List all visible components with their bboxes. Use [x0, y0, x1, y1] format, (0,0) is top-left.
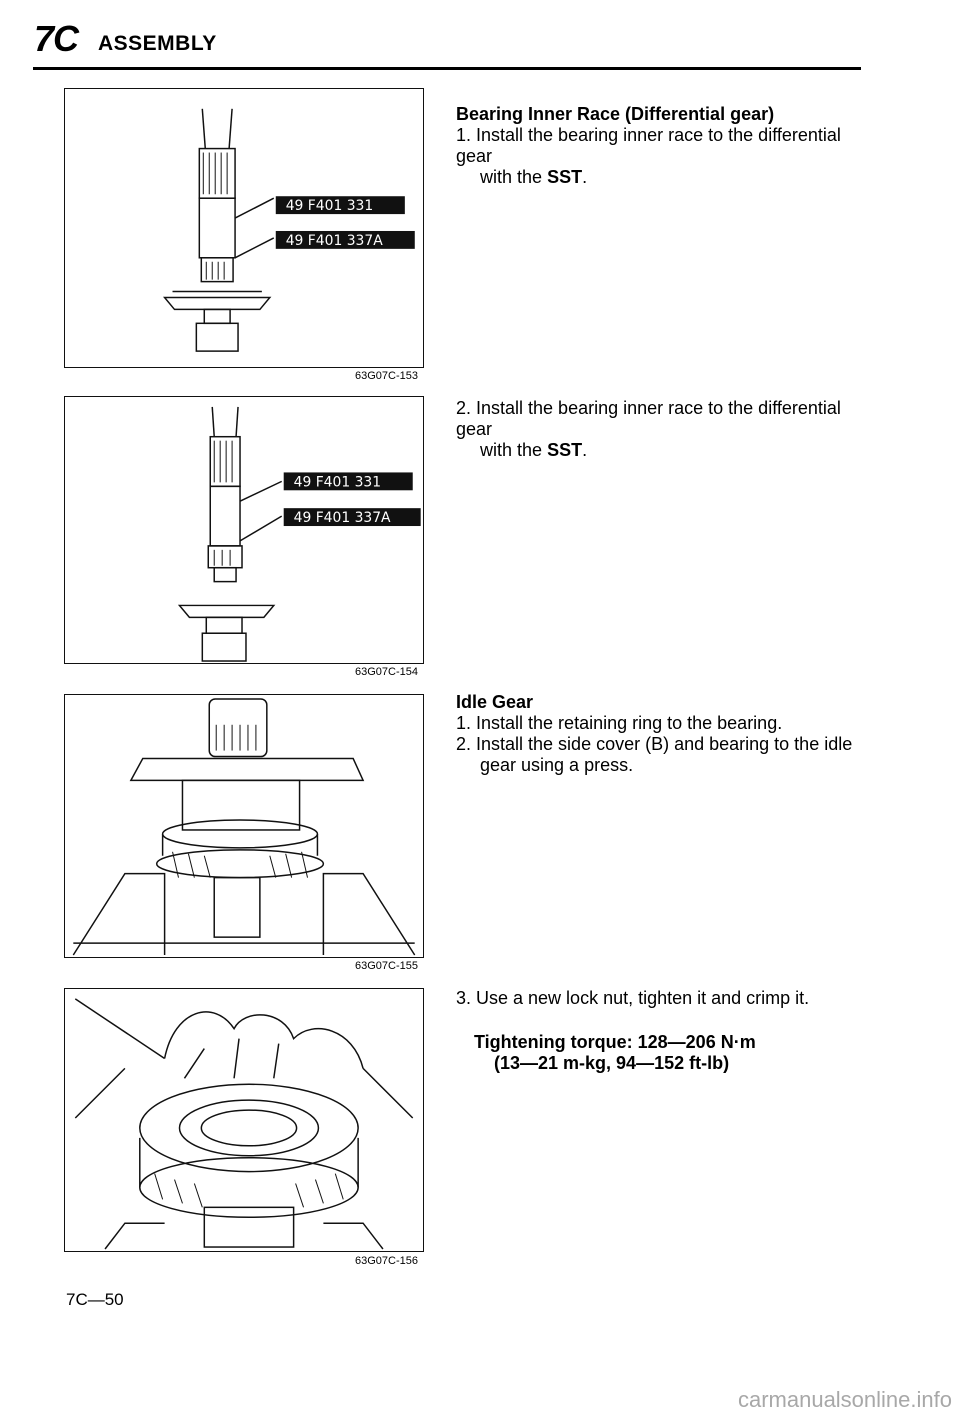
figure-153-illustration: 49 F401 331 49 F401 337A: [162, 108, 415, 352]
figure-156: [64, 988, 424, 1252]
section-lock-nut: 3. Use a new lock nut, tighten it and cr…: [456, 988, 876, 1009]
step-text: 2. Install the side cover (B) and bearin…: [456, 734, 853, 754]
section-heading: Idle Gear: [456, 692, 534, 712]
torque-line-1: Tightening torque: 128—206 N·m: [474, 1032, 756, 1052]
section-idle-gear: Idle Gear 1. Install the retaining ring …: [456, 692, 876, 776]
sst-ref: SST: [547, 440, 583, 460]
figure-code-153: 63G07C-153: [355, 370, 418, 382]
header-rule: [33, 67, 861, 70]
torque-line-2: (13—21 m-kg, 94—152 ft-lb): [494, 1053, 730, 1073]
figure-153: 49 F401 331 49 F401 337A: [64, 88, 424, 368]
sst-label-2: 49 F401 337A: [286, 233, 384, 249]
footer-watermark[interactable]: carmanualsonline.info: [737, 1387, 952, 1412]
step-text: 3. Use a new lock nut, tighten it and cr…: [456, 988, 810, 1008]
sst-ref: SST: [547, 167, 583, 187]
section-heading: Bearing Inner Race (Differential gear): [456, 104, 775, 124]
section-bearing-inner-race: Bearing Inner Race (Differential gear) 1…: [456, 104, 876, 188]
sst-label-4: 49 F401 337A: [294, 510, 391, 526]
torque-spec: Tightening torque: 128—206 N·m (13—21 m-…: [474, 1032, 756, 1074]
step-text: 1. Install the retaining ring to the bea…: [456, 713, 783, 733]
section-bearing-step2: 2. Install the bearing inner race to the…: [456, 398, 876, 461]
section-code: 7C: [34, 18, 79, 59]
step-text-cont: gear using a press.: [480, 755, 634, 775]
figure-156-illustration: [74, 998, 414, 1250]
figure-154-illustration: 49 F401 331 49 F401 337A: [177, 406, 421, 662]
figure-code-156: 63G07C-156: [355, 1255, 418, 1267]
figure-code-154: 63G07C-154: [355, 666, 418, 678]
step-text: 1. Install the bearing inner race to the…: [456, 125, 841, 166]
page-number: 7C—50: [66, 1290, 124, 1309]
section-title: ASSEMBLY: [98, 32, 217, 55]
figure-154: 49 F401 331 49 F401 337A: [64, 396, 424, 664]
sst-label-3: 49 F401 331: [294, 474, 381, 490]
figure-155-illustration: [72, 698, 416, 956]
step-text-cont: with the SST.: [480, 440, 588, 460]
figure-code-155: 63G07C-155: [355, 960, 418, 972]
sst-label-1: 49 F401 331: [286, 198, 374, 214]
figure-155: [64, 694, 424, 958]
step-text-cont: with the SST.: [480, 167, 588, 187]
step-text: 2. Install the bearing inner race to the…: [456, 398, 841, 439]
